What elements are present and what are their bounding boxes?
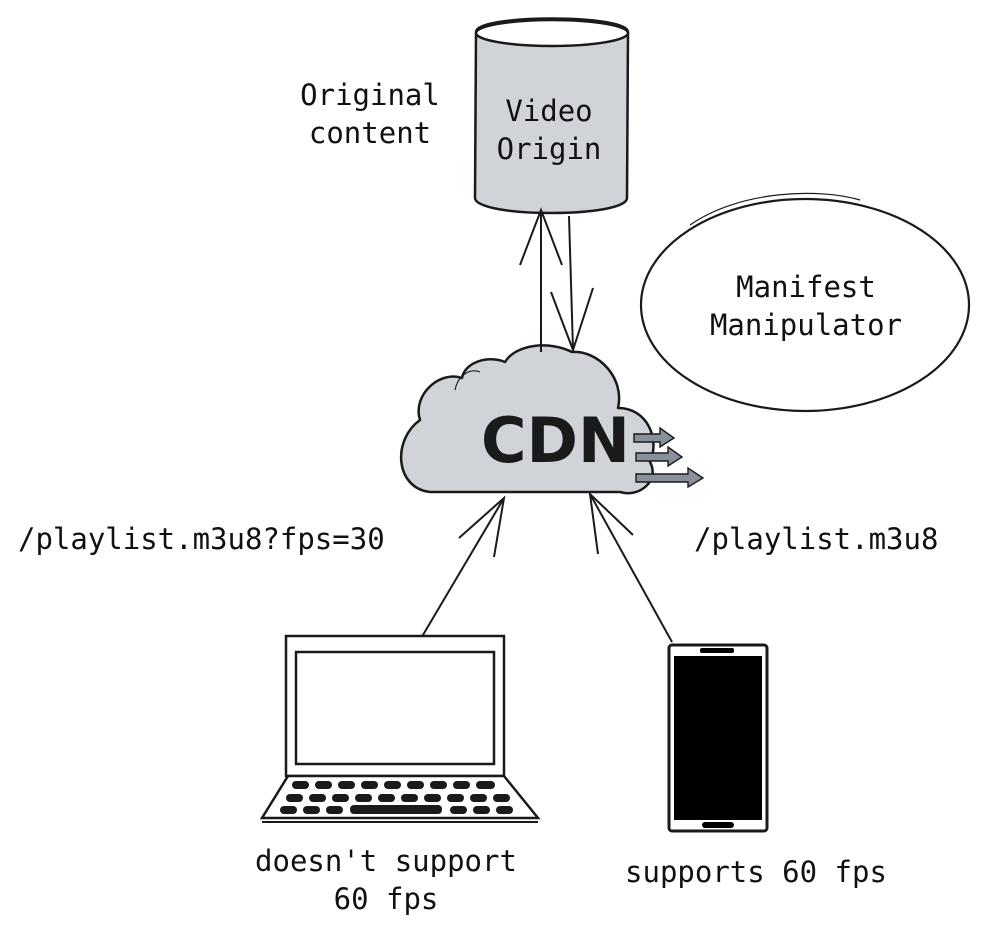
laptop-icon bbox=[259, 634, 541, 823]
cdn-to-origin-arrow bbox=[519, 207, 563, 352]
original-content-label: Original content bbox=[300, 78, 440, 150]
phone-request-arrow bbox=[588, 491, 673, 643]
video-origin-node bbox=[473, 17, 630, 215]
laptop-request-arrow bbox=[419, 495, 506, 641]
video-origin-label: Video Origin bbox=[496, 94, 602, 166]
smartphone-icon bbox=[667, 643, 769, 833]
request-right-label: /playlist.m3u8 bbox=[694, 522, 939, 556]
phone-caption: supports 60 fps bbox=[625, 855, 887, 889]
manifest-manipulator-label: Manifest Manipulator bbox=[709, 270, 903, 342]
laptop-caption: doesn't support 60 fps bbox=[255, 844, 517, 916]
cdn-output-arrows bbox=[633, 426, 705, 489]
request-left-label: /playlist.m3u8?fps=30 bbox=[18, 522, 385, 556]
cdn-label: CDN bbox=[481, 404, 630, 477]
origin-to-cdn-arrow bbox=[550, 215, 594, 354]
manifest-manipulator-node bbox=[639, 192, 971, 413]
